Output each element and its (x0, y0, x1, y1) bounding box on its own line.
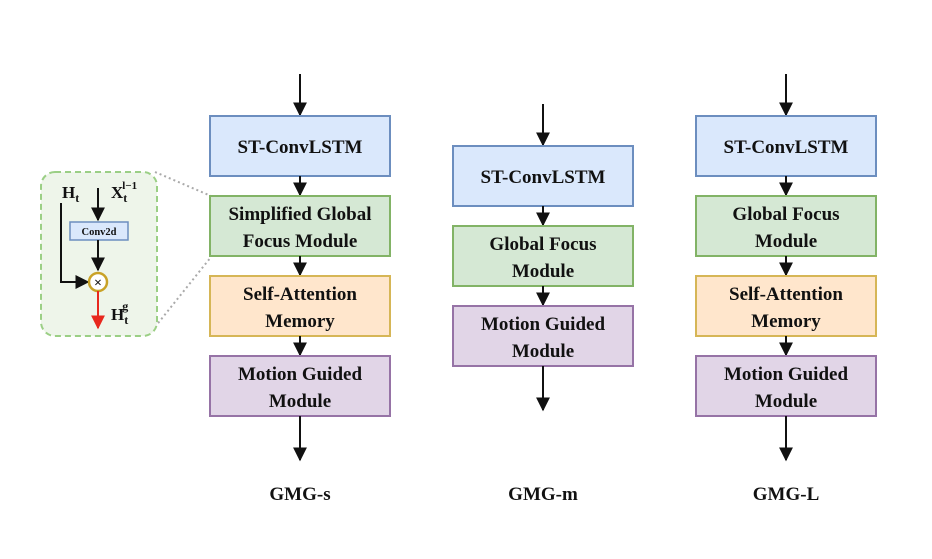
inset-input-x: Xtl−1 (111, 180, 137, 205)
module-label: Self-Attention (243, 284, 357, 305)
column-caption: GMG-s (269, 484, 330, 505)
module-box-purple (209, 355, 391, 417)
module-label: Memory (265, 311, 335, 332)
module-label: Motion Guided (238, 364, 362, 385)
module-label: Motion Guided (481, 314, 605, 335)
module-box-green (452, 225, 634, 287)
inset-output-label: Htg (111, 299, 128, 327)
column-caption: GMG-m (508, 484, 578, 505)
module-box-purple (452, 305, 634, 367)
module-label: ST-ConvLSTM (481, 167, 606, 188)
module-label: Focus Module (243, 231, 358, 252)
module-box-blue (452, 145, 634, 207)
module-box-green (695, 195, 877, 257)
module-label: Module (512, 261, 574, 282)
zoom-line-bottom (154, 256, 212, 328)
module-label: Global Focus (732, 204, 839, 225)
column-caption: GMG-L (753, 484, 820, 505)
module-label: ST-ConvLSTM (238, 137, 363, 158)
inset-h-to-mult-arrow (60, 203, 90, 289)
zoom-line-top (154, 171, 212, 197)
module-label: Module (512, 341, 574, 362)
module-box-green (209, 195, 391, 257)
module-label: Module (755, 231, 817, 252)
module-label: Simplified Global (228, 204, 371, 225)
module-label: Motion Guided (724, 364, 848, 385)
module-label: Memory (751, 311, 821, 332)
module-label: Module (755, 391, 817, 412)
module-label: Global Focus (489, 234, 596, 255)
inset-multiply-symbol: × (94, 276, 102, 291)
inset-conv2d-label: Conv2d (81, 227, 116, 238)
module-box-blue (209, 115, 391, 177)
module-label: Module (269, 391, 331, 412)
inset-input-h: Ht (62, 183, 79, 205)
module-label: Self-Attention (729, 284, 843, 305)
module-label: ST-ConvLSTM (724, 137, 849, 158)
module-box-orange (695, 275, 877, 337)
module-box-blue (695, 115, 877, 177)
inset-detail: Ht Xtl−1 Conv2d × Htg (40, 171, 212, 337)
module-box-purple (695, 355, 877, 417)
